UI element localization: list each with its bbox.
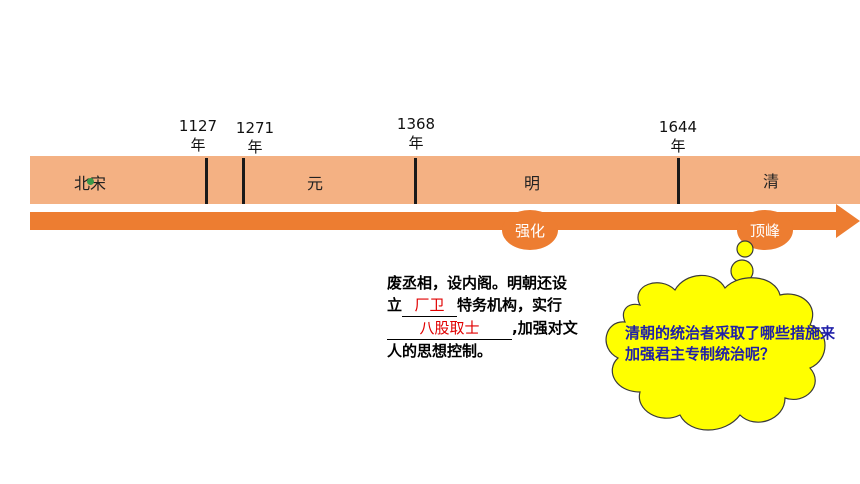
answer-blank-2[interactable]: 八股取士 [387, 317, 512, 340]
divider-1127 [205, 158, 208, 204]
timeline-band [30, 156, 860, 204]
dynasty-yuan: 元 [307, 174, 324, 193]
note-line-3: 八股取士,加强对文 [387, 317, 617, 340]
timeline-arrow [30, 204, 860, 238]
note-line-2: 立厂卫特务机构，实行 [387, 294, 617, 317]
dynasty-qing: 清 [763, 172, 780, 191]
cloud-question: 清朝的统治者采取了哪些措施来加强君主专制统治呢？ [625, 324, 836, 363]
divider-1644 [677, 158, 680, 204]
note-line3-suffix: ,加强对文 [512, 319, 578, 337]
ming-measures-note: 废丞相，设内阁。明朝还设 立厂卫特务机构，实行 八股取士,加强对文 人的思想控制… [387, 272, 617, 362]
year-label-1271: 1271 年 [235, 119, 275, 156]
dynasty-ming: 明 [524, 174, 541, 193]
note-suffix: 特务机构，实行 [457, 296, 563, 314]
note-line-1: 废丞相，设内阁。明朝还设 [387, 274, 568, 292]
divider-1271 [242, 158, 245, 204]
note-line-4: 人的思想控制。 [387, 342, 493, 360]
small-marker-icon [87, 178, 94, 185]
badge-strengthen: 强化 [502, 210, 558, 250]
divider-1368 [414, 158, 417, 204]
badge-peak: 顶峰 [737, 210, 793, 250]
year-label-1644: 1644 年 [658, 118, 698, 155]
year-label-1368: 1368 年 [396, 115, 436, 152]
note-prefix: 立 [387, 296, 403, 314]
year-label-1127: 1127 年 [178, 117, 218, 154]
answer-blank-1[interactable]: 厂卫 [402, 294, 458, 317]
